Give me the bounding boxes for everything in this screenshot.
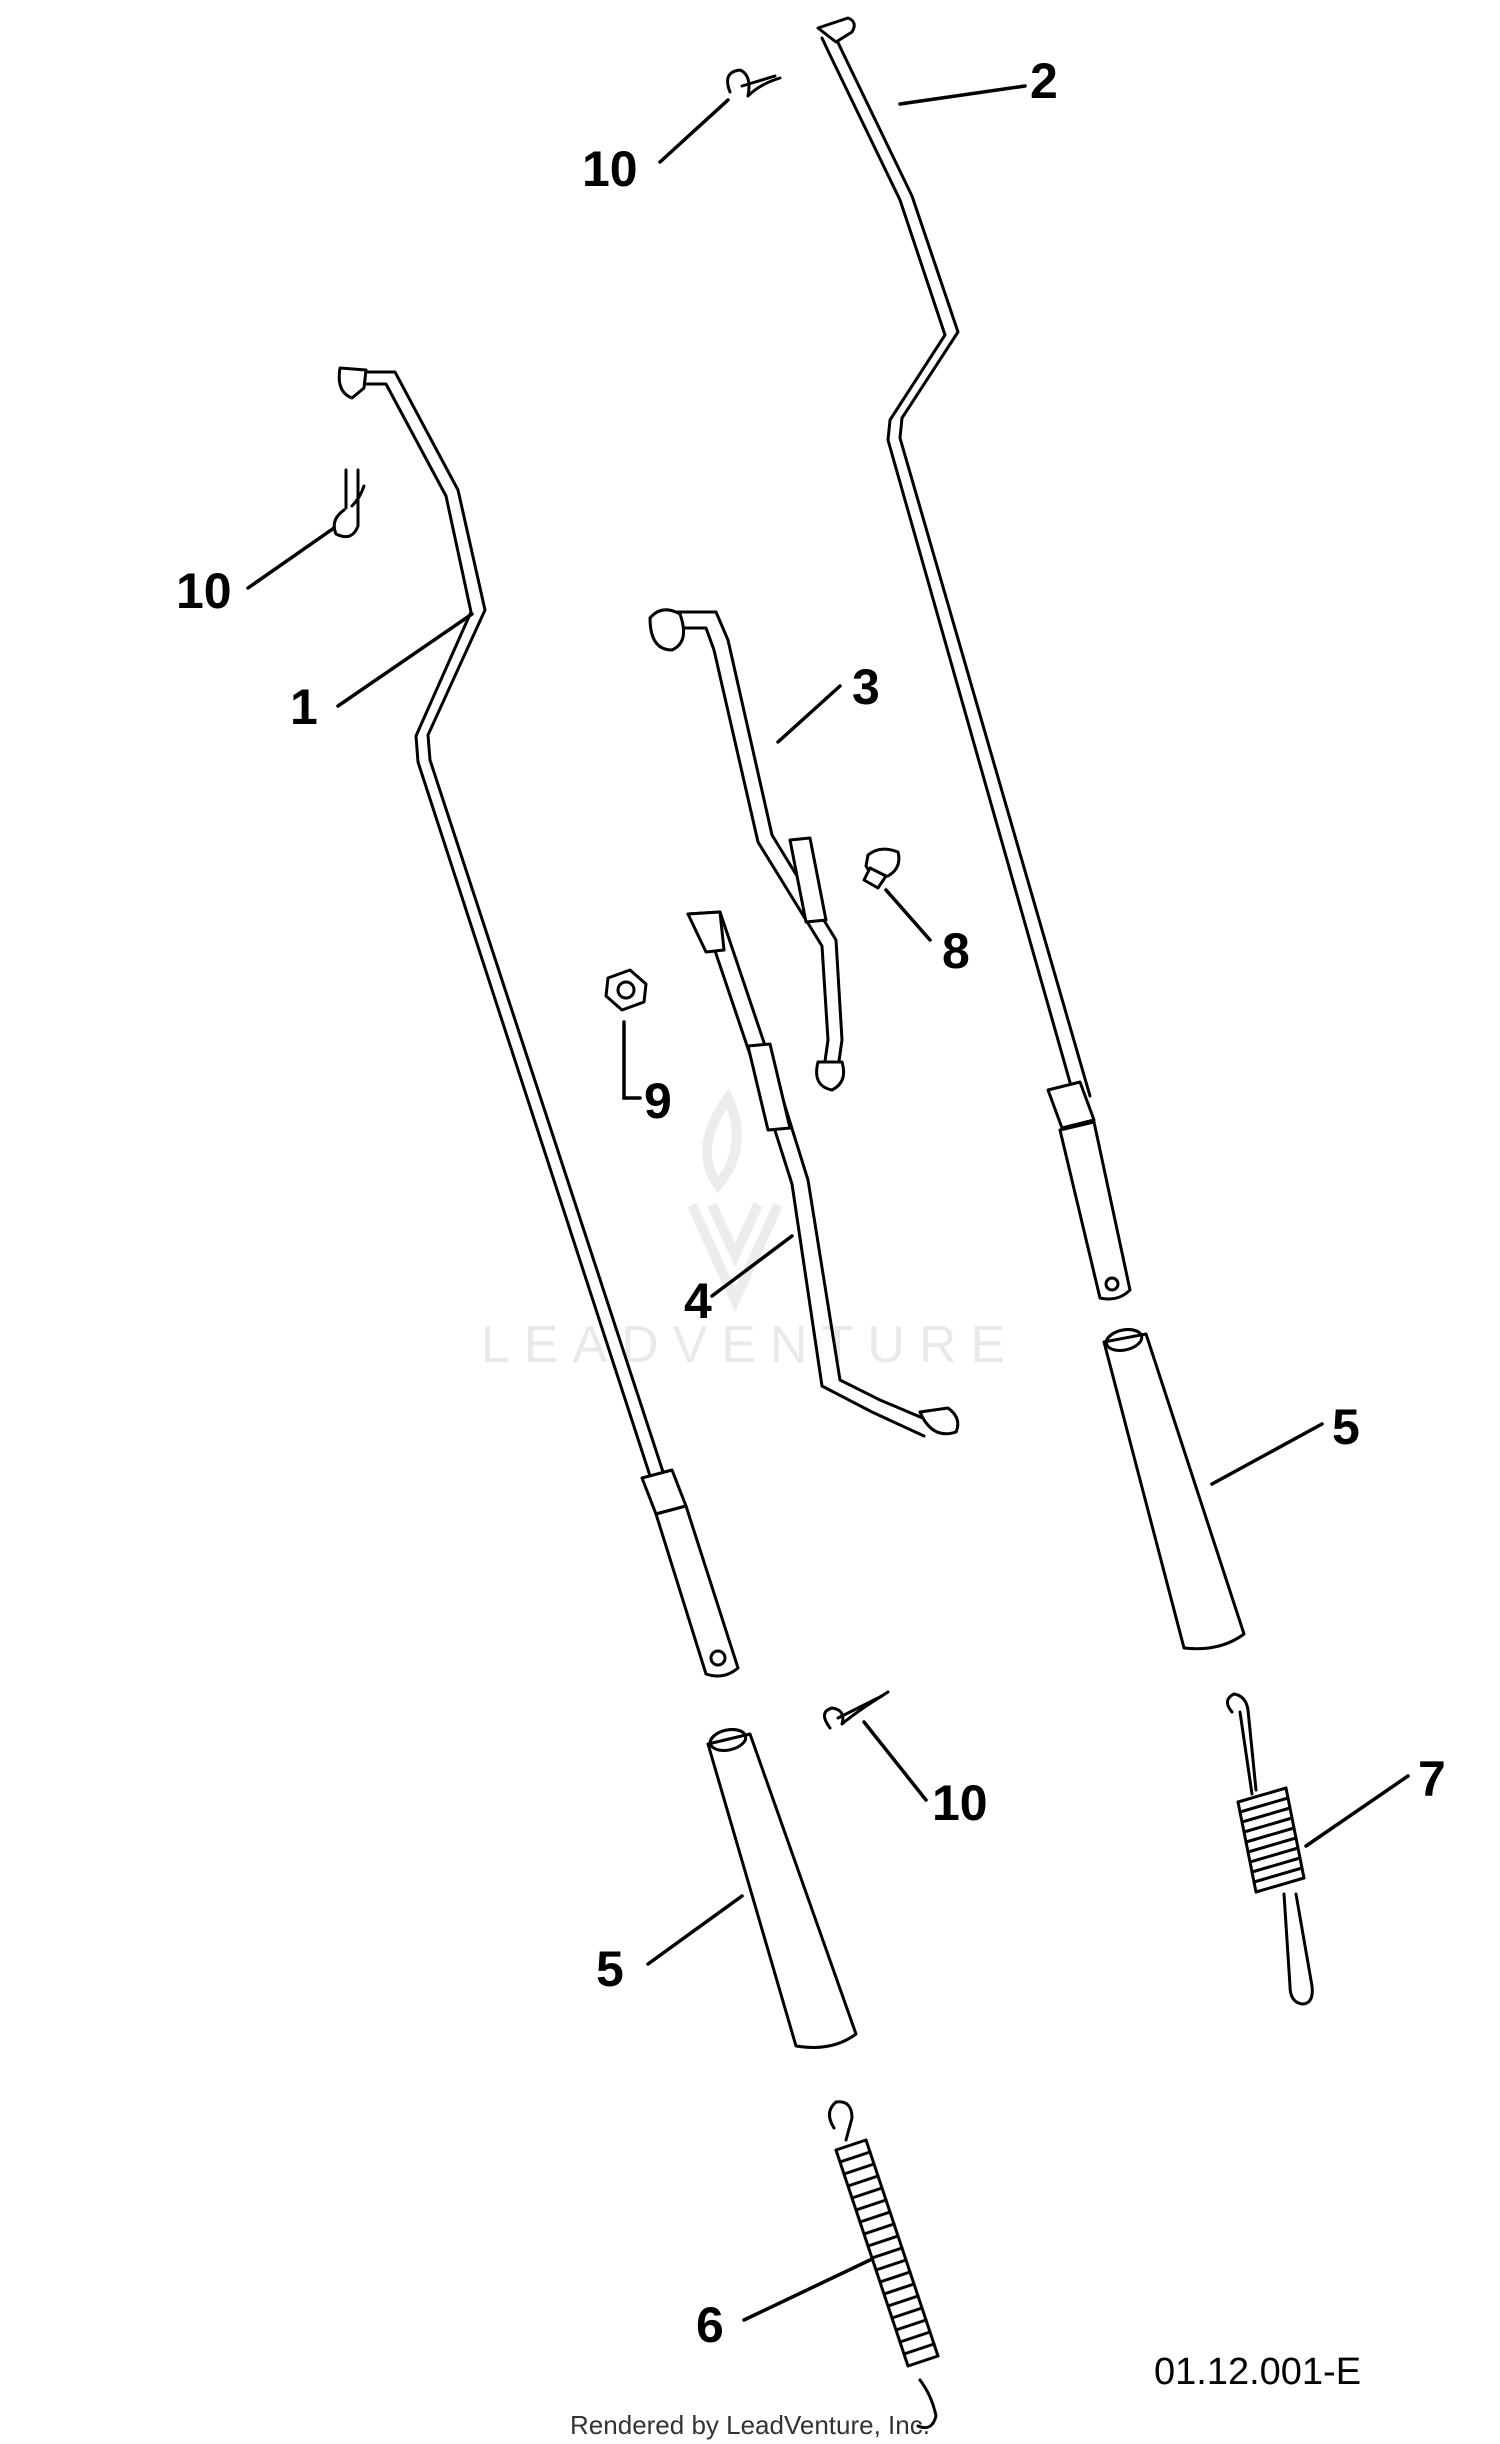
part-9-nut — [604, 968, 648, 1012]
callout-10-left: 10 — [176, 563, 232, 619]
callout-9: 9 — [644, 1073, 672, 1129]
part-5-tube-left — [706, 1728, 858, 2049]
footer-credit: Rendered by LeadVenture, Inc. — [570, 2410, 930, 2440]
callout-5-right: 5 — [1332, 1399, 1360, 1455]
leader-5-right — [1210, 1422, 1324, 1486]
part-7-spring — [1226, 1692, 1314, 2006]
leader-6 — [742, 2258, 872, 2322]
leader-10-top — [658, 98, 730, 164]
part-6-spring — [828, 2100, 940, 2430]
callout-6: 6 — [696, 2297, 724, 2353]
callout-8: 8 — [942, 923, 970, 979]
part-5-tube-right — [1102, 1328, 1246, 1651]
part-4-link-bar — [686, 910, 960, 1438]
part-10-hairpin-clip-top — [726, 68, 782, 98]
part-3-link-bar — [648, 608, 846, 1092]
watermark-logo — [687, 1088, 783, 1313]
callout-5-left: 5 — [596, 1941, 624, 1997]
callout-labels: 10 2 10 1 3 8 9 4 5 10 7 5 6 — [176, 53, 1446, 2353]
leader-lines — [246, 84, 1410, 2322]
leader-7 — [1304, 1774, 1410, 1848]
leader-4 — [710, 1234, 794, 1298]
leader-3 — [776, 684, 842, 744]
leader-1 — [336, 612, 474, 708]
watermark: LEADVENTURE — [481, 1088, 1019, 1374]
callout-3: 3 — [852, 659, 880, 715]
callout-2: 2 — [1030, 53, 1058, 109]
part-8-pin — [862, 847, 901, 890]
callout-1: 1 — [290, 679, 318, 735]
callout-10-bottom: 10 — [932, 1775, 988, 1831]
callout-10-top: 10 — [582, 141, 638, 197]
leader-10-bottom — [862, 1720, 928, 1802]
drawing-code: 01.12.001-E — [1154, 2351, 1361, 2393]
part-1-control-rod — [337, 366, 740, 1678]
leader-5-left — [646, 1894, 744, 1966]
leader-10-left — [246, 526, 336, 590]
leader-9 — [622, 1020, 642, 1100]
callout-4: 4 — [684, 1273, 712, 1329]
spring-7-coils — [1236, 1786, 1306, 1894]
spring-6-coils — [834, 2138, 940, 2368]
leader-8 — [884, 888, 932, 942]
part-10-hairpin-clip-left — [332, 468, 366, 539]
watermark-text: LEADVENTURE — [481, 1316, 1019, 1374]
part-10-hairpin-clip-bottom — [823, 1690, 890, 1730]
leader-2 — [898, 84, 1027, 106]
callout-7: 7 — [1418, 1751, 1446, 1807]
part-2-control-rod — [816, 16, 1132, 1301]
